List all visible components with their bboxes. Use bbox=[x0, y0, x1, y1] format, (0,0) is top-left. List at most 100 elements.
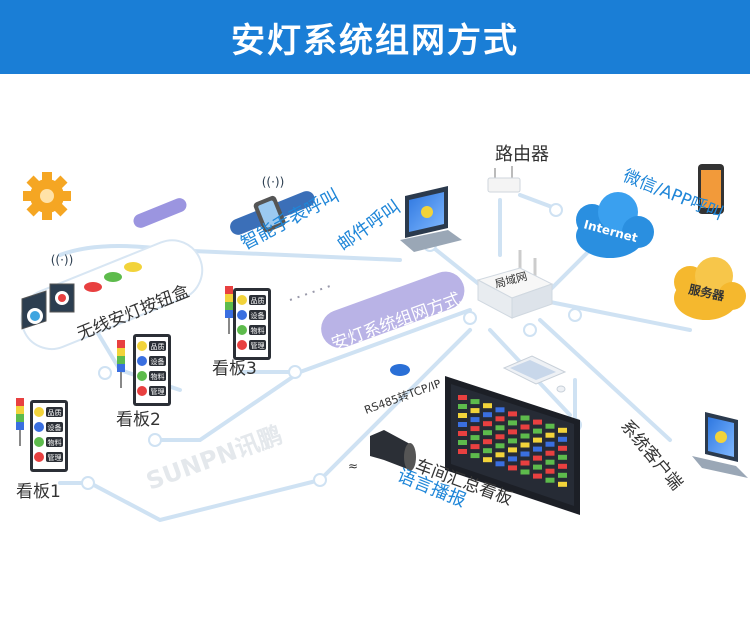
board-cell bbox=[545, 450, 555, 456]
board-cell bbox=[495, 434, 505, 440]
signal-buttons bbox=[84, 262, 142, 292]
kanban-item-label: 设备 bbox=[48, 423, 62, 432]
board-cell bbox=[508, 456, 517, 462]
workshop-board bbox=[445, 376, 580, 515]
board-cell bbox=[483, 412, 492, 418]
board-cell bbox=[483, 448, 492, 454]
client-label: 系统客户端 bbox=[616, 416, 686, 494]
keyboard-icon bbox=[502, 355, 567, 385]
board-cell bbox=[558, 436, 567, 442]
board-cell bbox=[545, 477, 555, 483]
board-cell bbox=[495, 452, 505, 458]
board-cell bbox=[483, 457, 492, 463]
board-cell bbox=[495, 416, 505, 422]
email-call-label: 邮件呼叫 bbox=[334, 197, 405, 255]
kanban-dot bbox=[237, 295, 247, 305]
rs485-converter-icon bbox=[390, 364, 410, 376]
board-cell bbox=[558, 427, 567, 433]
kanban-item-label: 管理 bbox=[151, 387, 165, 396]
kanban-dot bbox=[237, 325, 247, 335]
board-cell bbox=[495, 407, 505, 413]
board-cell bbox=[470, 399, 480, 405]
workshop-board-grid bbox=[458, 395, 567, 487]
board-cell bbox=[520, 460, 530, 466]
board-cell bbox=[545, 459, 555, 465]
board-cell bbox=[558, 472, 567, 478]
board-cell bbox=[520, 424, 530, 430]
board-cell bbox=[545, 468, 555, 474]
phone-icon bbox=[698, 164, 724, 214]
gear-icon bbox=[23, 172, 71, 220]
page-title: 安灯系统组网方式 bbox=[231, 20, 519, 61]
kanban-item-label: 品质 bbox=[151, 342, 165, 351]
board-cell bbox=[558, 481, 567, 487]
rs485-label: RS485转TCP/IP bbox=[362, 376, 443, 417]
kanban-item-label: 品质 bbox=[48, 408, 62, 417]
board-cell bbox=[545, 423, 555, 429]
board-cell bbox=[508, 447, 517, 453]
svg-text:≈: ≈ bbox=[348, 459, 358, 473]
kanban-item-label: 品质 bbox=[251, 296, 265, 305]
board-cell bbox=[470, 408, 480, 414]
board-cell bbox=[520, 451, 530, 457]
board-cell bbox=[458, 431, 467, 436]
signal-tower-2 bbox=[117, 340, 125, 388]
board-cell bbox=[483, 403, 492, 409]
kanban-dot bbox=[137, 386, 147, 396]
kanban-item-label: 设备 bbox=[251, 311, 265, 320]
board-cell bbox=[470, 444, 480, 450]
board-cell bbox=[558, 454, 567, 460]
kanban-dot bbox=[137, 341, 147, 351]
board-cell bbox=[520, 442, 530, 448]
button-box-device-1 bbox=[21, 290, 47, 330]
network-banner bbox=[321, 271, 465, 348]
kanban-dot bbox=[137, 356, 147, 366]
kanban-dot bbox=[34, 452, 44, 462]
board-cell bbox=[558, 463, 567, 469]
board-cell bbox=[533, 446, 542, 452]
board-cell bbox=[470, 453, 480, 459]
board-cell bbox=[520, 469, 530, 475]
board-cell bbox=[533, 464, 542, 470]
board-cell bbox=[508, 411, 517, 417]
button-box-platform bbox=[20, 239, 204, 350]
board-cell bbox=[483, 421, 492, 427]
wifi-icon: ((·)) bbox=[51, 253, 74, 267]
kanban-item-label: 管理 bbox=[251, 341, 265, 350]
signal-tower-3 bbox=[225, 286, 233, 334]
board-cell bbox=[508, 438, 517, 444]
kanban-dot bbox=[237, 340, 247, 350]
board-cell bbox=[483, 430, 492, 436]
board-cell bbox=[533, 473, 542, 479]
server-cloud-icon bbox=[674, 257, 746, 320]
board-cell bbox=[458, 422, 467, 427]
kanban-item-label: 设备 bbox=[151, 357, 165, 366]
board-cell bbox=[508, 465, 517, 471]
watch-wifi-icon: ((·)) bbox=[262, 175, 285, 189]
board-cell bbox=[470, 426, 480, 432]
kanban-dot bbox=[137, 371, 147, 381]
board-cell bbox=[533, 455, 542, 461]
smart-watch-icon bbox=[230, 191, 315, 235]
board-cell bbox=[458, 404, 467, 409]
board-cell bbox=[520, 415, 530, 421]
internet-cloud-icon bbox=[576, 192, 654, 258]
mouse-icon bbox=[556, 385, 566, 393]
client-laptop-icon bbox=[692, 412, 748, 478]
board-cell bbox=[533, 419, 542, 425]
board-cell bbox=[458, 395, 467, 400]
network-diagram: ((·)) 无线安灯按钮盒 ((·)) 智能手表呼叫 邮件呼叫 路由器 局域网 bbox=[16, 144, 748, 523]
dotted-link bbox=[289, 285, 331, 301]
board-cell bbox=[458, 449, 467, 454]
board1-label: 看板1 bbox=[16, 482, 61, 502]
kanban-item-label: 物料 bbox=[251, 326, 265, 335]
board-cell bbox=[458, 440, 467, 445]
kanban-dot bbox=[237, 310, 247, 320]
speaker-icon: ≈ bbox=[348, 430, 416, 473]
board-cell bbox=[483, 439, 492, 445]
board-cell bbox=[558, 445, 567, 451]
board-cell bbox=[470, 435, 480, 441]
